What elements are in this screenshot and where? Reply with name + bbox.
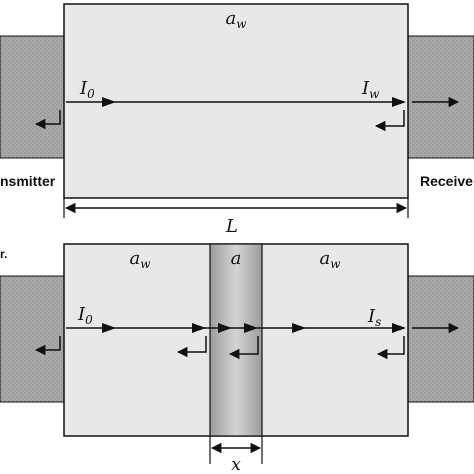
reflection-arrow-slab-front	[176, 336, 207, 358]
transmitter-block-bottom	[0, 275, 65, 403]
sample-slab	[209, 243, 263, 437]
receiver-block-bottom	[407, 275, 474, 403]
beam-arrowhead-incident-top	[102, 97, 116, 107]
beam-arrowhead-5-bottom	[292, 323, 306, 333]
reflection-arrow-transmitter-bottom	[34, 336, 61, 356]
incident-intensity-label-bottom: I0	[77, 304, 93, 327]
transmitter-label: nsmitter	[0, 173, 56, 189]
top-panel: aw I0 Iw nsmitter Receive L	[0, 3, 474, 237]
bottom-panel: r. aw a aw I0 Is x	[0, 243, 474, 474]
panel-marker: r.	[0, 247, 7, 261]
receiver-label: Receive	[420, 173, 473, 189]
reflection-arrow-receiver-bottom	[376, 336, 405, 360]
beam-arrowhead-3-bottom	[218, 323, 232, 333]
beam-arrowhead-2-bottom	[192, 323, 206, 333]
receiver-block-top	[407, 35, 474, 159]
beam-arrowhead-6-bottom	[392, 323, 406, 333]
medium-label-bottom-right: aw	[319, 248, 341, 271]
slab-medium-label: a	[231, 248, 242, 269]
transmitted-intensity-label-bottom: Is	[367, 306, 381, 329]
transmitter-block-top	[0, 35, 65, 159]
medium-label-top: aw	[225, 8, 247, 31]
reflection-arrow-transmitter-top	[34, 110, 61, 130]
transmitted-intensity-label-top: Iw	[361, 78, 380, 101]
incident-intensity-label-top: I0	[79, 78, 95, 101]
medium-label-bottom-left: aw	[129, 248, 151, 271]
reflection-arrow-slab-back	[228, 336, 259, 360]
beam-arrowhead-transmitted-top	[392, 97, 406, 107]
beam-arrowhead-1-bottom	[102, 323, 116, 333]
thickness-label: x	[231, 455, 241, 474]
beam-arrowhead-4-bottom	[244, 323, 258, 333]
length-label: L	[225, 216, 238, 237]
water-chamber-top	[63, 3, 409, 199]
reflection-arrow-receiver-top	[374, 110, 405, 132]
